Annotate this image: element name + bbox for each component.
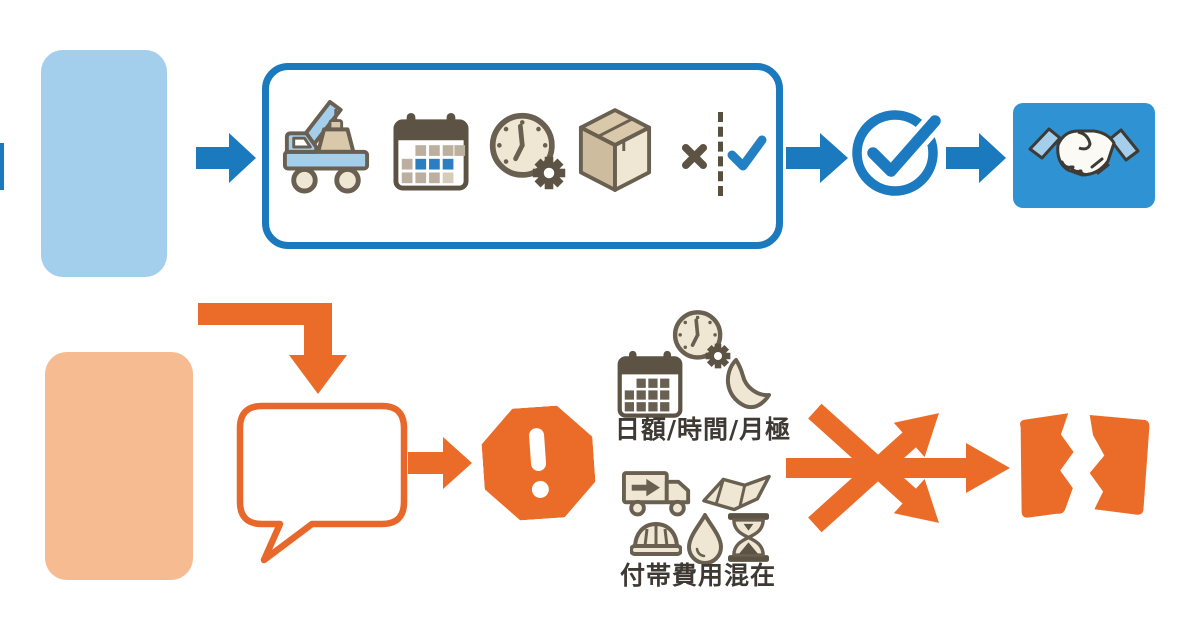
crane-truck-icon xyxy=(282,100,370,194)
torn-card-icon xyxy=(1020,413,1150,518)
folded-map-icon xyxy=(702,474,771,512)
hourglass-icon xyxy=(727,513,770,562)
hard-hat-icon xyxy=(630,522,682,556)
crescent-moon-icon xyxy=(725,358,771,410)
clock-gear-icon xyxy=(672,310,731,369)
exclamation-octagon-icon xyxy=(479,403,598,522)
package-box-icon xyxy=(578,108,652,192)
exclamation-dot xyxy=(531,480,549,498)
arrow-right-icon xyxy=(196,133,256,183)
check-circle-icon xyxy=(852,110,946,196)
top-source-card xyxy=(41,50,167,277)
bottom-source-card xyxy=(45,352,193,580)
fees-group-label: 付帯費用混在 xyxy=(619,561,776,590)
rate-group-label: 日額/時間/月極 xyxy=(614,415,792,444)
water-drop-icon xyxy=(687,513,723,564)
arrow-right-icon xyxy=(786,133,848,183)
exclamation-bar xyxy=(529,428,547,472)
handshake-icon xyxy=(1028,127,1140,176)
check-mark-icon xyxy=(727,135,767,171)
crossed-arrows-icon xyxy=(786,403,1010,533)
calendar-icon xyxy=(393,113,469,191)
arrow-right-icon xyxy=(408,437,472,489)
calendar-icon xyxy=(617,350,683,418)
handshake-card xyxy=(1013,103,1155,208)
delivery-truck-icon xyxy=(622,471,691,517)
dashed-divider xyxy=(718,112,723,196)
clipped-arrow-sliver xyxy=(0,143,4,190)
elbow-arrow-icon xyxy=(198,303,347,394)
arrow-right-icon xyxy=(946,133,1006,183)
clock-gear-icon xyxy=(489,112,566,190)
cross-mark-icon xyxy=(681,143,708,170)
speech-bubble-icon xyxy=(236,402,408,564)
